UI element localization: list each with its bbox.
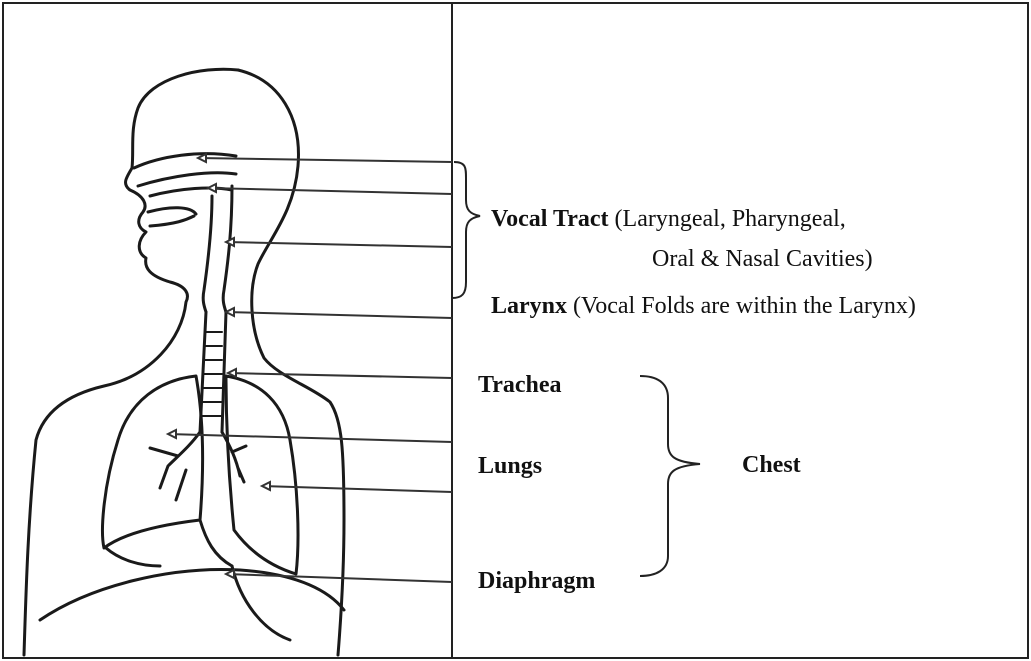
larynx-name: Larynx (491, 293, 567, 319)
vocal-tract-desc-line1: (Laryngeal, Pharyngeal, (615, 206, 846, 232)
trachea-tube (200, 312, 226, 432)
vocal-tract-desc-line2-wrap: Oral & Nasal Cavities) (652, 245, 873, 273)
mediastinum (200, 520, 232, 566)
vocal-tract-name: Vocal Tract (491, 206, 609, 232)
larynx-desc: (Vocal Folds are within the Larynx) (573, 293, 916, 319)
vocal-tract-desc-line2: Oral & Nasal Cavities) (652, 246, 873, 272)
left-lung (103, 376, 203, 548)
chest-label: Chest (742, 451, 801, 479)
pointer-bronchi (168, 434, 452, 442)
oral-cavity (148, 208, 196, 226)
vocal-tract-label: Vocal Tract (Laryngeal, Pharyngeal, (491, 205, 846, 233)
pointer-pharynx (226, 242, 452, 247)
larynx-label: Larynx (Vocal Folds are within the Laryn… (491, 292, 916, 320)
chest-brace (640, 376, 700, 576)
chest-text: Chest (742, 452, 801, 478)
vocal-tract-brace (452, 162, 480, 298)
lungs-text: Lungs (478, 453, 542, 479)
lower-body (106, 548, 290, 640)
body-illustration (24, 69, 344, 655)
pointer-trachea (228, 373, 452, 378)
pointer-lungs (262, 486, 452, 492)
outer-border (3, 3, 1028, 658)
lungs-label: Lungs (478, 452, 542, 480)
pharynx (203, 186, 232, 312)
pointer-larynx (226, 312, 452, 318)
pointer-diaphragm (226, 574, 452, 582)
nasal-cavity (134, 154, 236, 196)
trachea-text: Trachea (478, 372, 562, 398)
diaphragm-text: Diaphragm (478, 568, 595, 594)
back-outline (238, 70, 344, 655)
right-lung (226, 376, 298, 574)
diaphragm-label: Diaphragm (478, 567, 595, 595)
pointer-nasal (198, 158, 452, 162)
trachea-label: Trachea (478, 371, 562, 399)
pointer-oral (208, 188, 452, 194)
